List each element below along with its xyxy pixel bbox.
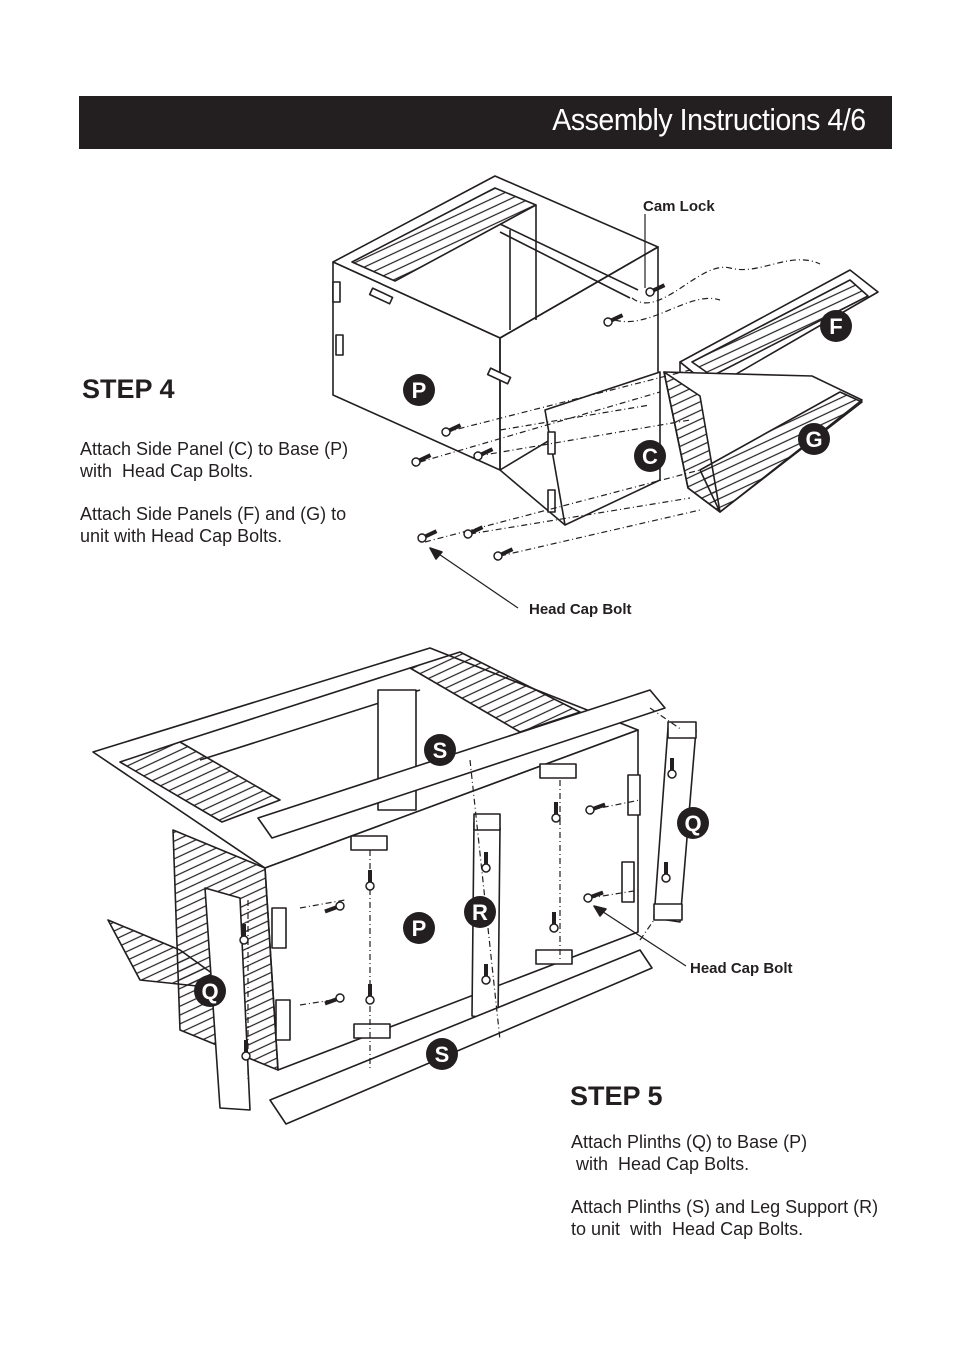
step4-instruction-1: Attach Side Panel (C) to Base (P) with H… [80, 439, 349, 481]
step5-drawing [92, 647, 697, 1125]
part-label-c: C [642, 444, 658, 469]
step5-instruction-2: Attach Plinths (S) and Leg Support (R) t… [571, 1197, 879, 1239]
step4-head-cap-bolt-callout: Head Cap Bolt [529, 601, 632, 618]
page-title: Assembly Instructions 4/6 [552, 102, 867, 137]
step4-heading: STEP 4 [82, 374, 175, 404]
part-label-r: R [472, 900, 488, 925]
part-label-s-bottom: S [435, 1042, 450, 1067]
step5-head-cap-bolt-callout: Head Cap Bolt [690, 960, 793, 977]
step5-heading: STEP 5 [570, 1081, 663, 1111]
step5-part-badges: S Q R P Q S [194, 734, 709, 1070]
step4-part-badges: P C F G [403, 310, 852, 472]
part-label-p-base: P [412, 916, 427, 941]
step4-drawing [332, 175, 879, 609]
step4-instruction-2: Attach Side Panels (F) and (G) to unit w… [80, 504, 347, 546]
part-label-q-left: Q [201, 979, 218, 1004]
part-label-f: F [829, 314, 842, 339]
part-label-g: G [805, 427, 822, 452]
part-label-q-right: Q [684, 811, 701, 836]
cam-lock-callout: Cam Lock [643, 198, 715, 215]
part-label-p: P [412, 378, 427, 403]
header-bar: Assembly Instructions 4/6 [79, 96, 892, 149]
step5-instruction-1: Attach Plinths (Q) to Base (P) with Head… [571, 1132, 808, 1174]
part-label-s-top: S [433, 738, 448, 763]
